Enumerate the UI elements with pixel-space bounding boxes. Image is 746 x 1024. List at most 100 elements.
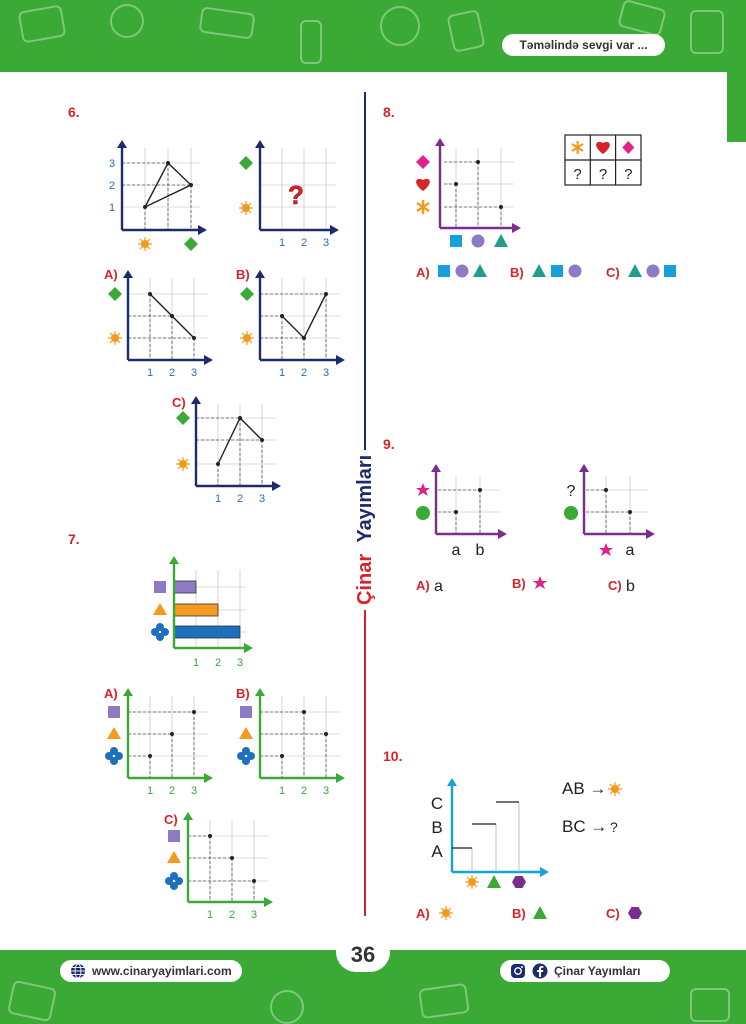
square-icon [240, 706, 252, 718]
sun-icon [439, 906, 453, 920]
clover-icon [237, 747, 255, 765]
tick-x: 3 [191, 367, 197, 379]
moon-icon [179, 433, 186, 447]
q6-main-graph: 3 2 1 [109, 140, 207, 251]
table-question-mark: ? [599, 166, 607, 183]
square-icon [664, 265, 676, 277]
circle-icon [455, 264, 469, 278]
option-label: A) [104, 267, 118, 282]
diamond-icon [108, 287, 122, 301]
q8-option-c[interactable]: C) [604, 262, 704, 282]
tick-x: 3 [251, 909, 257, 921]
star-icon [416, 483, 430, 496]
clock-doodle [110, 4, 144, 38]
rule-question-mark: ? [610, 819, 618, 835]
q7-option-b[interactable]: B) 1 2 3 [232, 684, 352, 802]
diamond-icon [176, 411, 190, 425]
option-label: C) [606, 906, 620, 921]
triangle-icon [532, 264, 546, 277]
q8-graph [416, 138, 521, 248]
question-6-number: 6. [68, 104, 80, 120]
instagram-icon [511, 964, 525, 978]
tick-x: 3 [237, 657, 243, 669]
q10-graph: C B A [431, 778, 549, 889]
asterisk-icon [571, 141, 584, 154]
q9-option-c[interactable]: C) b [606, 574, 666, 596]
sun-icon [608, 782, 622, 796]
q10-option-a[interactable]: A) [414, 904, 474, 924]
q8-option-b[interactable]: B) [508, 262, 608, 282]
q7-option-c[interactable]: C) 1 2 3 [160, 810, 280, 928]
question-8-number: 8. [383, 104, 395, 120]
square-icon [551, 265, 563, 277]
globe-icon [71, 963, 85, 979]
q10-option-b[interactable]: B) [510, 904, 570, 924]
book-doodle [6, 979, 58, 1023]
triangle-icon [473, 264, 487, 277]
moon-icon [242, 178, 249, 192]
option-label: A) [416, 265, 430, 280]
tick-x: 2 [301, 237, 307, 249]
tick-x: 2 [301, 367, 307, 379]
tick-x: 2 [301, 785, 307, 797]
website-pill[interactable]: www.cinaryayimlari.com [60, 960, 242, 982]
sun-icon [465, 875, 479, 889]
option-text: a [434, 578, 443, 595]
q9-graph-right: ? a [564, 464, 655, 559]
q10-option-c[interactable]: C) [604, 904, 664, 924]
q6-option-b[interactable]: B) 1 2 3 [232, 264, 352, 382]
tick-x: 3 [323, 367, 329, 379]
q6-option-a[interactable]: A) 1 2 3 [100, 264, 220, 382]
tick-x: 3 [323, 237, 329, 249]
header-band: Təməlində sevgi var ... [0, 0, 746, 72]
axis-label: a [452, 542, 461, 559]
tick-x: 1 [279, 785, 285, 797]
tick-x: 2 [229, 909, 235, 921]
sun-icon [176, 457, 190, 471]
bar-triangle [173, 603, 219, 617]
hexagon-icon [512, 876, 526, 888]
tick-y: 1 [109, 202, 115, 214]
facebook-icon [532, 963, 548, 979]
square-icon [108, 706, 120, 718]
option-text: b [626, 578, 635, 595]
question-mark: ? [288, 180, 304, 210]
star-icon [599, 543, 613, 556]
q7-option-a[interactable]: A) 1 2 3 [100, 684, 220, 802]
moon-icon [111, 309, 118, 323]
square-icon [154, 581, 166, 593]
tick-x: 2 [215, 657, 221, 669]
clover-icon [105, 747, 123, 765]
pencil-doodle [300, 20, 322, 64]
circle-icon [646, 264, 660, 278]
brand-part2: Yayımları [354, 455, 376, 543]
brand-vertical: Çinar Yayımları [343, 455, 383, 605]
tick-y: 3 [109, 158, 115, 170]
q9-option-b[interactable]: B) [510, 574, 570, 596]
diamond-icon [622, 141, 635, 154]
tick-x: 3 [259, 493, 265, 505]
level-label: A [431, 842, 443, 861]
tick-x: 2 [169, 367, 175, 379]
q8-option-a[interactable]: A) [414, 262, 514, 282]
option-label: B) [236, 267, 250, 282]
social-pill[interactable]: Çinar Yayımları [500, 960, 670, 982]
notebook-doodle [446, 9, 486, 53]
q6-option-c[interactable]: C) 1 2 3 [168, 392, 288, 510]
question-10-number: 10. [383, 748, 403, 764]
asterisk-icon [416, 200, 430, 214]
clover-icon [151, 623, 169, 641]
column-divider-top [364, 92, 366, 450]
circle-icon [568, 264, 582, 278]
books-doodle [418, 982, 470, 1020]
option-label: B) [512, 906, 526, 921]
circle-icon [564, 506, 578, 520]
question-mark: ? [567, 483, 576, 500]
globe-doodle [380, 6, 420, 46]
square-icon [450, 235, 462, 247]
diamond-icon [239, 156, 253, 170]
option-label: C) [606, 265, 620, 280]
page-number: 36 [336, 938, 390, 972]
circle-icon [471, 234, 485, 248]
q9-option-a[interactable]: A) a [414, 574, 474, 596]
